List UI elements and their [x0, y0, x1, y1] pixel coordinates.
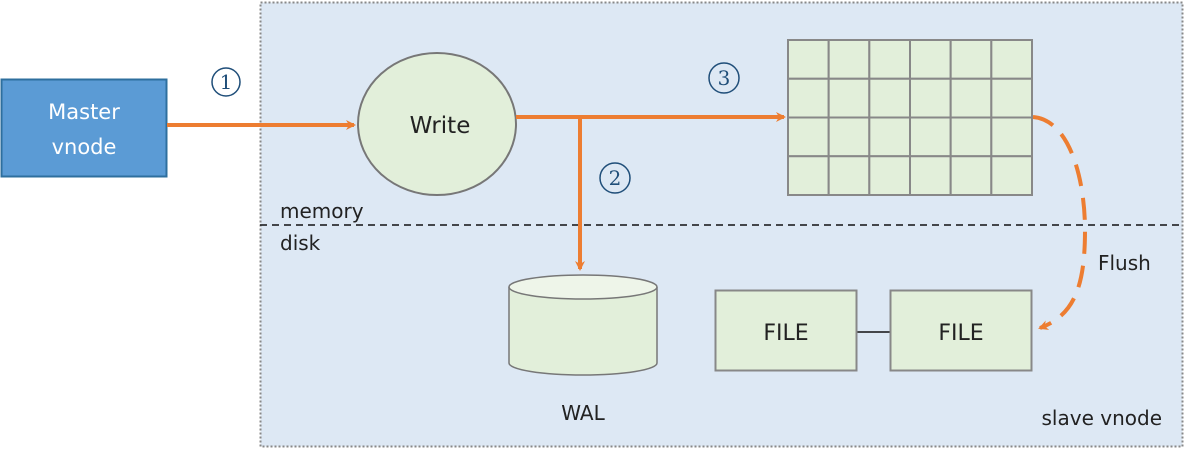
memtable-cell: [949, 77, 993, 119]
memtable-cell: [909, 116, 952, 158]
write-label: Write: [410, 113, 471, 139]
write-node: [357, 52, 517, 196]
memtable-cell: [868, 116, 911, 158]
memtable-cell: [868, 77, 911, 119]
file-box-2: [889, 289, 1033, 372]
memtable-cell: [909, 77, 952, 119]
step-2-number: 2: [609, 166, 622, 190]
memtable-cell: [827, 39, 871, 80]
flush-arrow: [1032, 115, 1088, 330]
disk-label: disk: [280, 231, 321, 255]
wal-label: WAL: [561, 401, 605, 425]
memtable-cell: [909, 39, 952, 80]
step-1-circle: [211, 67, 241, 97]
memtable-cell: [787, 77, 830, 119]
memtable-cell: [990, 116, 1033, 158]
file-label-2: FILE: [938, 321, 983, 346]
memtable-cell: [949, 155, 993, 196]
master-vnode-box: [0, 78, 168, 178]
memtable-cell: [827, 116, 871, 158]
memtable-cell: [787, 39, 830, 80]
memtable-cell: [949, 116, 993, 158]
memtable-cell: [827, 155, 871, 196]
step-3-number: 3: [718, 66, 731, 90]
memtable-cell: [990, 39, 1033, 80]
memtable-cell: [827, 77, 871, 119]
memtable-cell: [868, 155, 911, 196]
memtable-grid: [787, 39, 1033, 196]
step-1-number: 1: [220, 70, 233, 94]
memtable-cell: [909, 155, 952, 196]
flush-label: Flush: [1098, 251, 1151, 275]
memtable-cell: [990, 155, 1033, 196]
master-vnode-label-1: Master: [48, 100, 120, 124]
wal-cylinder: [508, 274, 658, 376]
slave-vnode-label: slave vnode: [1042, 406, 1162, 430]
memtable-cell: [787, 116, 830, 158]
step-3-circle: [708, 62, 740, 94]
file-label-1: FILE: [763, 321, 808, 346]
memtable-cell: [787, 155, 830, 196]
master-vnode-label-2: vnode: [52, 135, 117, 159]
memtable-cell: [949, 39, 993, 80]
memtable-cell: [868, 39, 911, 80]
file-box-1: [714, 289, 858, 372]
memory-label: memory: [280, 199, 364, 223]
memtable-cell: [990, 77, 1033, 119]
step-2-circle: [599, 162, 631, 194]
